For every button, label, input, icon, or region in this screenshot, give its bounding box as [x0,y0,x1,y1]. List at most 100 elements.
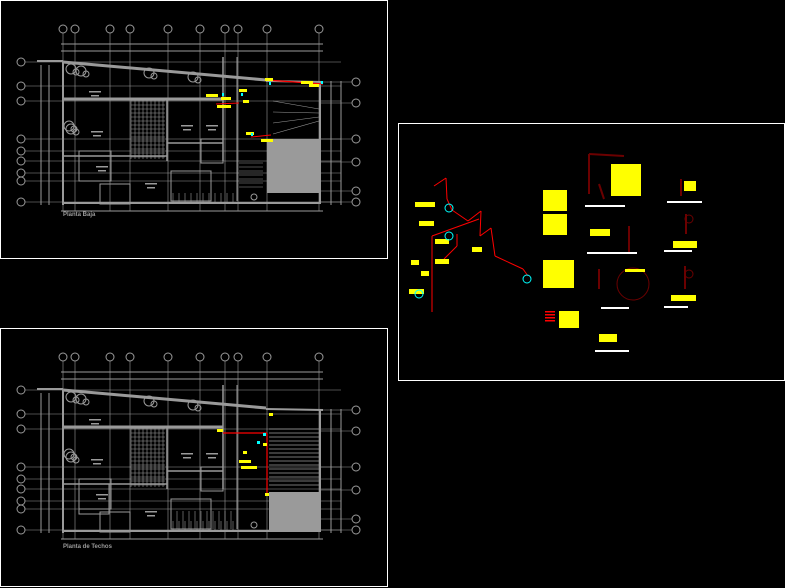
grid-bubble [16,57,26,67]
room-label [181,125,193,127]
grid-bubble [195,352,205,362]
grid-bubble [262,352,272,362]
detail-caption [601,307,629,309]
room-label [145,511,157,513]
isometric-pipe [490,227,496,257]
wall-line [265,408,324,411]
stair-line [272,116,320,124]
hatched-area [267,139,321,193]
iso-annotation [419,221,434,226]
grid-bubble [351,134,361,144]
room-label [181,453,193,455]
grid-bubble [314,24,324,34]
grid-bubble [16,197,26,207]
grid-bubble [351,197,361,207]
grid-bubble [16,474,26,484]
grid-bubble [16,146,26,156]
room-label [206,125,218,127]
legend-line [545,320,555,322]
detail-annotation [673,241,697,248]
detail-pipe [598,183,605,200]
grid-bubble [163,24,173,34]
roof-plan-drawing [16,352,361,540]
water-pipe [215,102,240,105]
pipe-fitting [321,81,323,84]
grid-bubble [125,352,135,362]
grid-bubble [16,496,26,506]
pipe-fitting [269,82,271,85]
isometric-details-drawing [409,153,702,352]
viewport-isometric-details[interactable] [398,123,785,381]
grid-bubble [351,525,361,535]
pipe-annotation [217,429,223,432]
pipe-annotation [309,84,319,87]
pipe-fitting [251,133,253,136]
pipe-fitting [222,93,224,96]
grid-bubble [351,462,361,472]
pipe-annotation [265,78,273,81]
ground-floor-plan-drawing [16,24,361,212]
iso-fitting [522,274,532,284]
blank [241,161,265,191]
viewport-roof-plan[interactable]: Planta de Techos [0,328,388,587]
room-label [208,457,216,459]
iso-fitting [444,203,454,213]
iso-annotation [472,247,482,252]
grid-bubble [16,462,26,472]
room-label [281,505,293,507]
room-label [206,453,218,455]
isometric-pipe [479,210,482,237]
grid-bubble [16,134,26,144]
isometric-pipe [431,218,480,237]
notes-block [543,260,574,288]
isometric-pipe [479,227,492,237]
grid-bubble [163,352,173,362]
pipe-fitting [257,441,260,444]
pipe-annotation [221,97,231,100]
room-label [93,135,101,137]
tree-icon [194,76,202,84]
pipe-fitting [263,433,266,436]
grid-bubble [351,514,361,524]
iso-fitting [414,289,424,299]
grid-bubble [351,98,361,108]
skylight [78,483,110,515]
grid-bubble [16,168,26,178]
room-label [147,515,155,517]
hatched-area [269,492,321,530]
schedule-table [543,190,567,211]
pipe-annotation [301,81,313,84]
fixture-circle [250,521,258,529]
grid-bubble [16,409,26,419]
pipe-annotation [241,466,257,469]
viewport-ground-floor-plan[interactable]: Planta Baja [0,0,388,259]
iso-annotation [415,202,435,207]
room-stair [78,150,112,182]
legend-line [545,314,555,316]
grid-bubble [262,24,272,34]
grid-bubble [16,176,26,186]
pipe-fitting [241,93,243,96]
grid-bubble [16,385,26,395]
room-label [183,129,191,131]
room-label [281,177,293,179]
grid-bubble [351,157,361,167]
water-pipe [250,134,272,138]
grid-bubble [105,24,115,34]
grid-bubble [351,426,361,436]
room-closet [99,511,131,533]
pipe-annotation [239,460,251,463]
room-label [96,494,108,496]
pipe-annotation [206,94,218,97]
grid-bubble [351,77,361,87]
detail-tank [616,267,650,301]
isometric-pipe [433,177,447,187]
detail-caption [595,350,629,352]
detail-caption [667,201,702,203]
sloped-wall [62,60,267,82]
detail-fitting [684,269,694,279]
tree-icon [70,125,78,133]
room-bath [200,138,224,164]
room-closet [99,183,131,205]
grid-bubble [16,504,26,514]
